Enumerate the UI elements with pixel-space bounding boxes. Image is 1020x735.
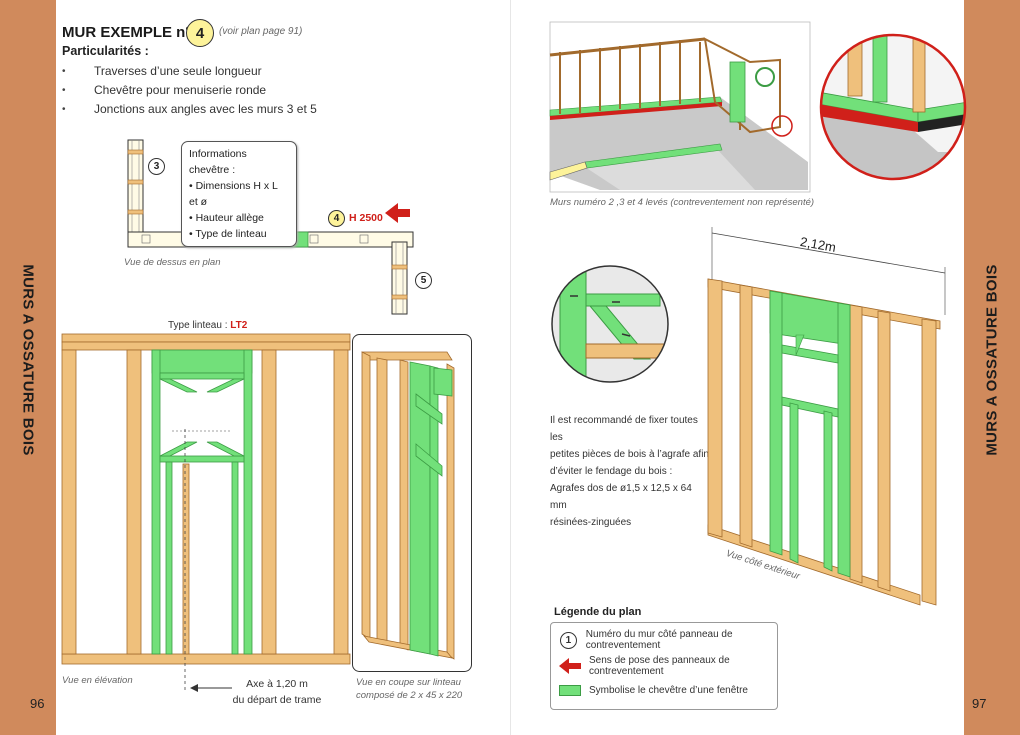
right-side-title: MURS A OSSATURE BOIS xyxy=(983,264,1001,456)
list-item: Chevêtre pour menuiserie ronde xyxy=(62,81,317,100)
wall-4-marker: 4 xyxy=(328,210,345,227)
walls-caption: Murs numéro 2 ,3 et 4 levés (contrevente… xyxy=(550,197,815,208)
page-title: MUR EXEMPLE n° xyxy=(62,24,192,41)
elevation-drawing xyxy=(61,333,351,692)
legend-item-panel-direction: Sens de pose des panneaux de contrevente… xyxy=(559,655,777,677)
elevation-caption: Vue en élévation xyxy=(62,675,133,686)
legend-item-wall-number: 1 Numéro du mur côté panneau de contreve… xyxy=(559,629,777,651)
staple-detail-zoom xyxy=(551,265,669,383)
section-caption: Vue en coupe sur linteau composé de 2 x … xyxy=(356,676,462,702)
wall-3-marker: 3 xyxy=(148,158,165,175)
callout-item: • Hauteur allège xyxy=(189,212,264,224)
legend-label: Symbolise le chevêtre d’une fenêtre xyxy=(589,685,748,696)
legend-label: Numéro du mur côté panneau de contrevent… xyxy=(585,629,733,651)
raised-walls-3d-view xyxy=(549,21,811,193)
right-side-band xyxy=(964,0,1020,735)
left-side-band xyxy=(0,0,56,735)
list-item: Traverses d’une seule longueur xyxy=(62,62,317,81)
note-line: résinées-zinguées xyxy=(550,517,632,528)
right-page-number: 97 xyxy=(972,696,987,711)
corner-detail-zoom xyxy=(819,33,967,181)
legend-label: Sens de pose des panneaux de contrevente… xyxy=(589,655,730,677)
note-line: d’éviter le fendage du bois : xyxy=(550,466,673,477)
staple-note: Il est recommandé de fixer toutes les pe… xyxy=(550,412,710,531)
page-divider xyxy=(510,0,511,735)
lintel-type-value: LT2 xyxy=(230,320,248,331)
exterior-wall-3d-view xyxy=(707,227,946,606)
section-caption-line-2: composé de 2 x 45 x 220 xyxy=(356,690,463,701)
callout-item: • Dimensions H x L et ø xyxy=(189,180,278,208)
green-swatch-icon xyxy=(559,685,581,696)
section-caption-line-1: Vue en coupe sur linteau xyxy=(356,677,461,688)
note-line: Il est recommandé de fixer toutes les xyxy=(550,415,698,443)
callout-heading: Informations chevêtre : xyxy=(189,148,247,176)
example-number-badge: 4 xyxy=(186,19,214,47)
plan-caption: Vue de dessus en plan xyxy=(124,257,221,268)
lintel-type-label: Type linteau : LT2 xyxy=(168,320,248,331)
list-item: Jonctions aux angles avec les murs 3 et … xyxy=(62,100,317,119)
axis-line-1: Axe à 1,20 m xyxy=(246,678,308,690)
plan-legend: 1 Numéro du mur côté panneau de contreve… xyxy=(550,622,778,710)
left-page-number: 96 xyxy=(30,696,45,711)
plan-reference: (voir plan page 91) xyxy=(219,26,303,37)
particularities-heading: Particularités : xyxy=(62,44,149,58)
particularities-list: Traverses d’une seule longueur Chevêtre … xyxy=(62,62,317,119)
axis-note: Axe à 1,20 m du départ de trame xyxy=(222,676,332,708)
legend-item-window-frame: Symbolise le chevêtre d’une fenêtre xyxy=(559,685,748,696)
height-label: H 2500 xyxy=(349,212,383,224)
note-line: Agrafes dos de ø1,5 x 12,5 x 64 mm xyxy=(550,483,692,511)
legend-title: Légende du plan xyxy=(554,606,642,618)
section-view-drawing xyxy=(352,334,472,672)
left-side-title: MURS A OSSATURE BOIS xyxy=(19,264,37,456)
wall-5-marker: 5 xyxy=(415,272,432,289)
callout-item: • Type de linteau xyxy=(189,228,267,240)
axis-line-2: du départ de trame xyxy=(232,694,322,706)
wall-number-symbol: 1 xyxy=(559,631,577,649)
note-line: petites pièces de bois à l’agrafe afin xyxy=(550,449,709,460)
lintel-info-callout: Informations chevêtre : • Dimensions H x… xyxy=(181,141,297,247)
red-arrow-icon xyxy=(559,658,581,674)
